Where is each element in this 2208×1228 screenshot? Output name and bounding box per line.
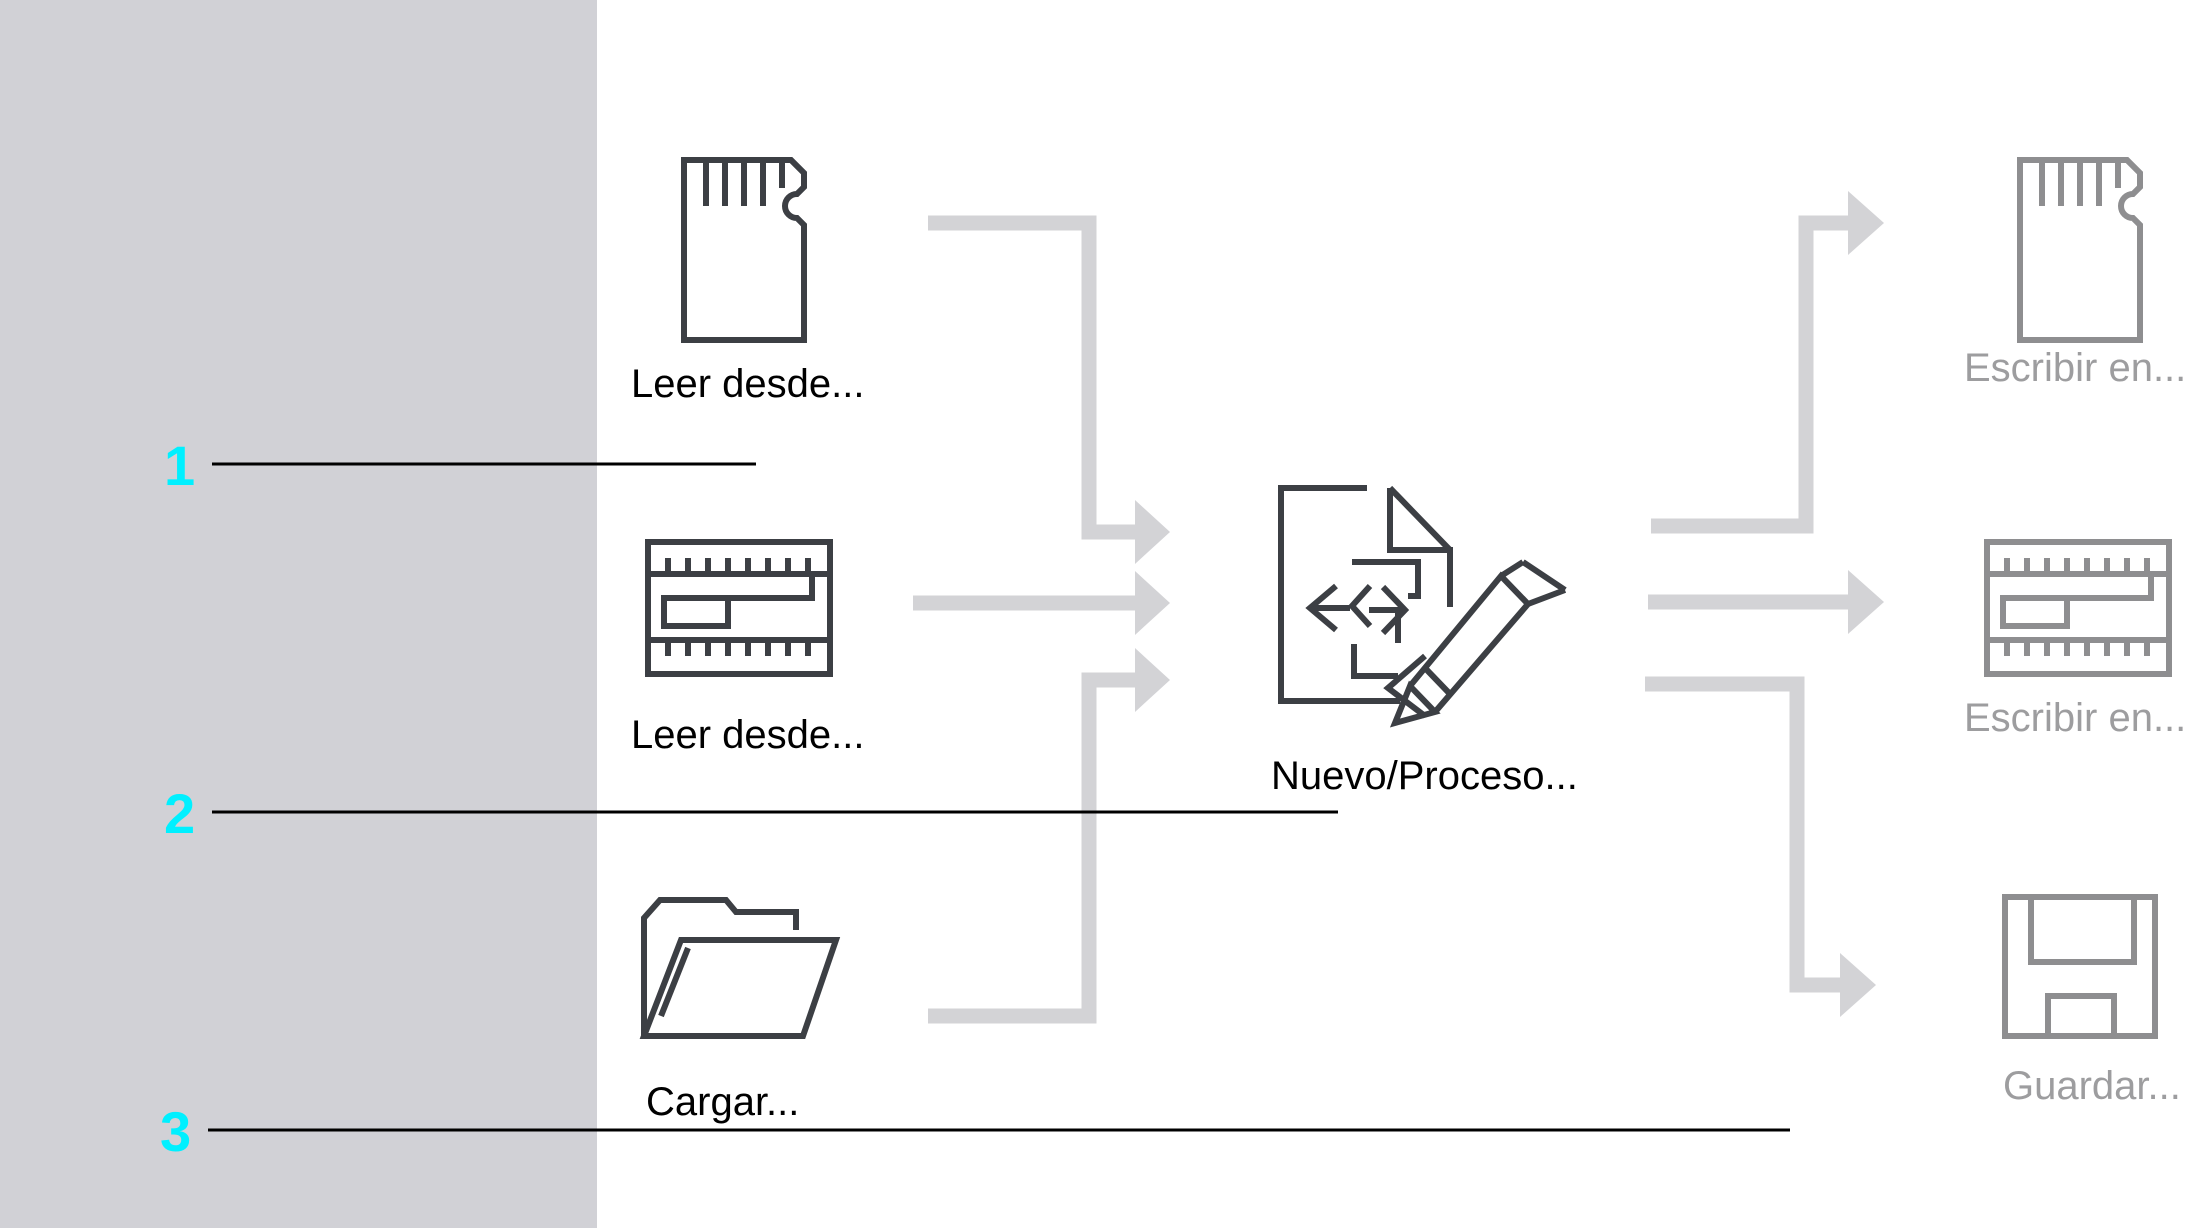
arrow-process-to-save	[1645, 676, 1840, 993]
left-panel	[0, 0, 597, 1228]
callout-number-1: 1	[164, 434, 196, 497]
arrow-process-to-sd	[1651, 215, 1848, 534]
source-memory-module-icon	[648, 542, 830, 674]
target-sd-card-icon	[2020, 160, 2140, 340]
floppy-disk-icon	[2002, 894, 2158, 1039]
arrow-sd-to-process	[928, 215, 1135, 540]
callout-number-3: 3	[160, 1100, 192, 1163]
arrowhead-process-to-memory	[1848, 570, 1884, 634]
arrowhead-sd-to-process	[1135, 500, 1170, 564]
arrowhead-process-to-save	[1840, 953, 1876, 1017]
source-sd-card-icon	[684, 160, 804, 340]
load-label: Cargar...	[646, 1080, 800, 1124]
target-memory-module-icon	[1987, 542, 2169, 674]
folder-open-icon	[639, 897, 841, 1039]
arrowhead-process-to-sd	[1848, 191, 1884, 255]
target-sd-label: Escribir en...	[1964, 346, 2187, 390]
source-sd-label: Leer desde...	[631, 362, 865, 406]
target-memory-label: Escribir en...	[1964, 696, 2187, 740]
arrowhead-folder-to-process	[1135, 648, 1170, 712]
save-label: Guardar...	[2003, 1064, 2181, 1108]
arrow-folder-to-process	[928, 672, 1135, 1024]
callout-number-2: 2	[164, 782, 196, 845]
arrowhead-memory-to-process	[1135, 571, 1170, 635]
source-memory-label: Leer desde...	[631, 713, 865, 757]
process-label: Nuevo/Proceso...	[1271, 754, 1578, 798]
transfer-edit-document-icon	[1278, 485, 1567, 728]
